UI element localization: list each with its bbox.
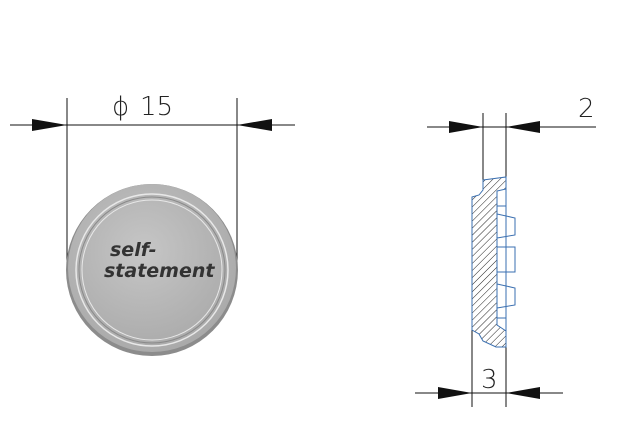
arrow-bottom-right xyxy=(506,387,540,399)
button-section xyxy=(471,176,516,348)
arrow-top-left xyxy=(449,121,483,133)
top-dimension-value: 2 xyxy=(578,94,595,124)
button-front: self- statement xyxy=(66,184,238,356)
side-view: 2 3 xyxy=(415,94,596,407)
button-text-line2: statement xyxy=(104,260,215,282)
bottom-dimension-value: 3 xyxy=(481,365,498,395)
diameter-symbol: ϕ xyxy=(112,92,129,122)
arrow-bottom-left xyxy=(438,387,472,399)
button-text-line1: self- xyxy=(110,239,157,261)
diameter-value: 15 xyxy=(140,92,173,122)
arrow-left xyxy=(32,119,67,131)
front-view: ϕ 15 self- statement xyxy=(10,92,295,356)
arrow-top-right xyxy=(506,121,540,133)
arrow-right xyxy=(237,119,272,131)
